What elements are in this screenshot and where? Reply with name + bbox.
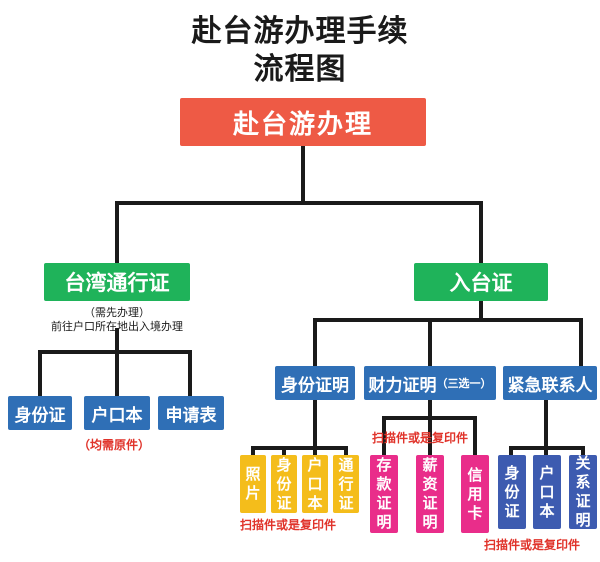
char: 片 <box>245 484 261 502</box>
char: 通 <box>338 455 354 474</box>
char: 证 <box>422 494 438 512</box>
entry-permit-node: 入台证 <box>414 263 548 301</box>
emergency-contact-label: 紧急联系人 <box>507 375 593 396</box>
taiwan-pass-doc-id-card: 身份证 <box>8 396 72 430</box>
char: 本 <box>539 501 555 520</box>
identity-item-photo: 照 片 <box>240 455 266 513</box>
finance-proof-label: 财力证明 <box>368 375 437 396</box>
char: 明 <box>422 513 438 531</box>
taiwan-pass-label: 台湾通行证 <box>64 271 170 295</box>
doc-label: 户口本 <box>91 405 143 426</box>
identity-proof-node: 身份证明 <box>275 366 355 400</box>
char: 薪 <box>422 456 438 474</box>
page-subtitle: 流程图 <box>253 52 347 87</box>
taiwan-pass-node: 台湾通行证 <box>44 263 190 301</box>
entry-permit-label: 入台证 <box>449 271 513 295</box>
char: 行 <box>338 474 354 493</box>
char: 户 <box>307 455 323 474</box>
finance-item-credit-card: 信 用 卡 <box>461 455 489 533</box>
char: 身 <box>276 455 292 474</box>
taiwan-pass-note-1: （需先办理） <box>84 306 150 319</box>
char: 明 <box>575 511 591 529</box>
char: 照 <box>245 465 261 483</box>
finance-proof-node: 财力证明 （三选一） <box>364 366 496 400</box>
emergency-item-id-card: 身 份 证 <box>498 455 526 529</box>
char: 份 <box>276 474 292 493</box>
identity-item-pass: 通 行 证 <box>333 455 359 513</box>
identity-proof-label: 身份证明 <box>281 375 349 396</box>
char: 证 <box>504 501 520 520</box>
finance-proof-suffix: （三选一） <box>436 377 492 390</box>
finance-item-salary: 薪 资 证 明 <box>416 455 444 533</box>
identity-item-hukou: 户 口 本 <box>302 455 328 513</box>
emergency-item-hukou: 户 口 本 <box>533 455 561 529</box>
char: 明 <box>376 513 392 531</box>
finance-note: 扫描件或是复印件 <box>372 431 469 445</box>
char: 口 <box>307 474 323 493</box>
taiwan-pass-docs-note: （均需原件） <box>78 438 151 452</box>
char: 信 <box>467 465 483 484</box>
emergency-contact-node: 紧急联系人 <box>503 366 597 400</box>
char: 资 <box>422 475 438 493</box>
char: 户 <box>539 463 555 482</box>
char: 身 <box>504 463 520 482</box>
char: 用 <box>467 484 483 503</box>
char: 系 <box>575 473 591 491</box>
taiwan-pass-note-2: 前往户口所在地出入境办理 <box>51 320 183 333</box>
finance-item-deposit: 存 款 证 明 <box>370 455 398 533</box>
char: 口 <box>539 482 555 501</box>
doc-label: 身份证 <box>14 405 66 426</box>
char: 卡 <box>467 503 483 522</box>
char: 关 <box>575 454 591 472</box>
char: 证 <box>376 494 392 512</box>
char: 款 <box>376 475 392 493</box>
emergency-note: 扫描件或是复印件 <box>484 538 581 552</box>
char: 本 <box>307 493 323 512</box>
char: 证 <box>575 492 591 510</box>
char: 证 <box>338 493 354 512</box>
char: 存 <box>376 456 392 474</box>
identity-note: 扫描件或是复印件 <box>240 518 337 532</box>
taiwan-pass-doc-application: 申请表 <box>158 396 224 430</box>
root-node: 赴台游办理 <box>180 98 426 146</box>
taiwan-pass-doc-hukou: 户口本 <box>84 396 150 430</box>
doc-label: 申请表 <box>165 405 217 426</box>
root-node-label: 赴台游办理 <box>232 109 373 140</box>
char: 证 <box>276 493 292 512</box>
identity-item-id-card: 身 份 证 <box>271 455 297 513</box>
page-title: 赴台游办理手续 <box>191 14 409 49</box>
emergency-item-relation-proof: 关 系 证 明 <box>569 454 597 529</box>
char: 份 <box>504 482 520 501</box>
